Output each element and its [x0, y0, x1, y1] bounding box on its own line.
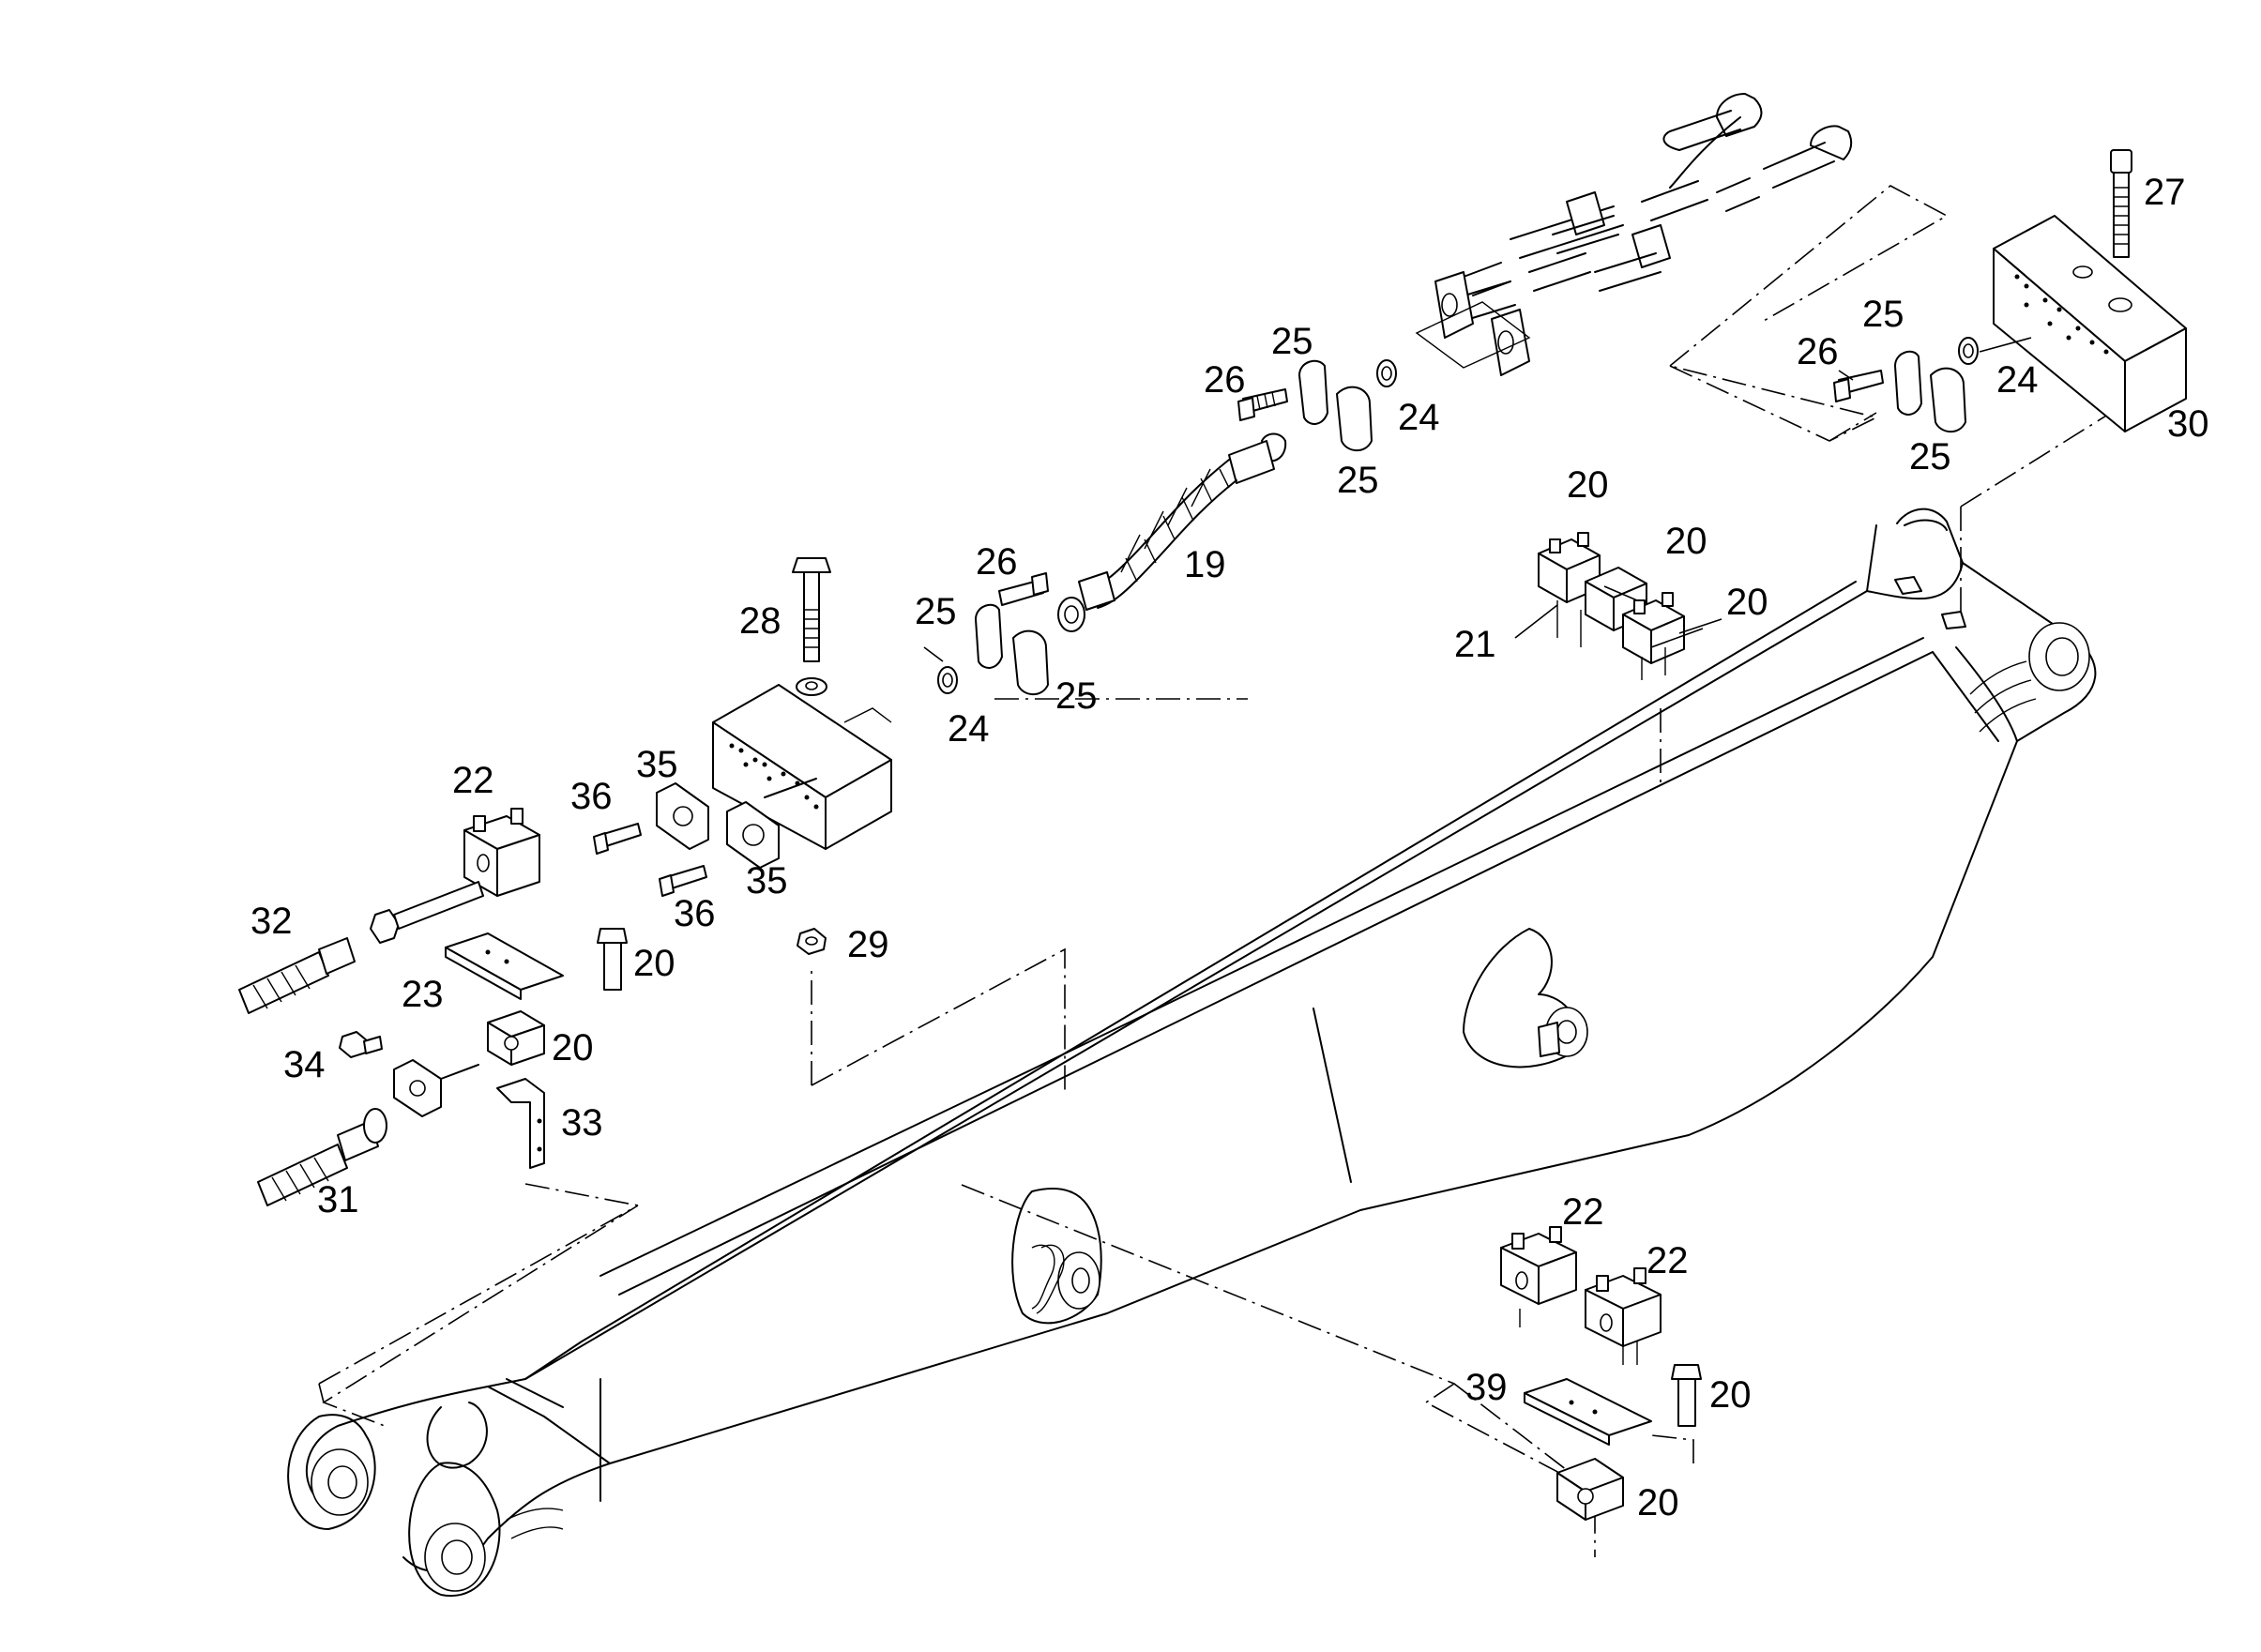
- callout-24: 24: [1398, 397, 1440, 438]
- callout-labels: 19 20 20 20 20 20 20 20 21 22 22 22 23 2…: [250, 172, 2209, 1523]
- part-23-plate: [445, 932, 564, 1000]
- callout-25: 25: [915, 591, 957, 632]
- callout-22: 22: [452, 760, 494, 801]
- callout-23: 23: [402, 974, 444, 1015]
- part-29-nut: [797, 928, 827, 955]
- callout-22: 22: [1646, 1240, 1689, 1281]
- reference-lines: [318, 185, 2112, 1557]
- callout-24: 24: [948, 708, 990, 750]
- callout-33: 33: [561, 1102, 603, 1144]
- callout-20: 20: [1665, 521, 1707, 562]
- callout-26: 26: [976, 541, 1018, 583]
- callout-24: 24: [1996, 359, 2039, 401]
- part-20-block-left: [487, 1010, 545, 1066]
- callout-20: 20: [552, 1027, 594, 1068]
- part-39-plate: [1524, 1378, 1652, 1446]
- callout-25: 25: [1271, 321, 1313, 362]
- part-34-screw: [339, 1031, 383, 1058]
- callout-20: 20: [1567, 464, 1609, 506]
- part-31-hose-fitting: [257, 1059, 479, 1206]
- callout-36: 36: [674, 893, 716, 934]
- callout-20: 20: [1709, 1374, 1752, 1416]
- callout-30: 30: [2167, 403, 2209, 445]
- manifold-block-lower: [712, 684, 892, 850]
- pipe-assembly-upper: [1415, 93, 1853, 376]
- callout-22: 22: [1562, 1191, 1604, 1233]
- callout-31: 31: [317, 1179, 359, 1220]
- callout-25: 25: [1055, 675, 1098, 717]
- leader-lines: [1514, 337, 2032, 648]
- part-22-clamp-block-left: [463, 808, 540, 897]
- boom-arm: [287, 508, 2097, 1598]
- part-27-cap-screw: [2110, 149, 2132, 258]
- callout-25: 25: [1909, 436, 1951, 477]
- part-30-manifold-block: [1993, 215, 2187, 432]
- part-36-screws: [593, 823, 707, 897]
- part-19-hose: [1057, 432, 1287, 632]
- part-28-bolt: [792, 557, 831, 696]
- part-24-washers: [937, 337, 1979, 694]
- callout-20: 20: [1637, 1482, 1679, 1523]
- callout-35: 35: [636, 744, 678, 785]
- part-20-block-right: [1556, 1458, 1624, 1521]
- callout-25: 25: [1337, 460, 1379, 501]
- callout-26: 26: [1797, 331, 1839, 372]
- part-21-clamp-stack: [1538, 532, 1685, 680]
- part-32-hose-fitting: [238, 881, 484, 1014]
- callout-27: 27: [2144, 172, 2186, 213]
- callout-20: 20: [1726, 582, 1768, 623]
- callout-29: 29: [847, 924, 889, 965]
- callout-21: 21: [1454, 624, 1496, 665]
- callout-39: 39: [1465, 1367, 1508, 1408]
- callout-25: 25: [1862, 294, 1904, 335]
- part-22-clamp-blocks-right: [1500, 1226, 1662, 1365]
- part-33-bracket: [496, 1078, 545, 1169]
- part-35-flanges: [656, 778, 817, 869]
- callout-35: 35: [746, 860, 788, 902]
- part-20-bolt-right: [1671, 1364, 1702, 1427]
- callout-32: 32: [250, 901, 293, 942]
- callout-26: 26: [1204, 359, 1246, 401]
- callout-34: 34: [283, 1044, 326, 1085]
- callout-19: 19: [1184, 544, 1226, 585]
- callout-20: 20: [633, 943, 675, 984]
- part-20-bolt-left: [597, 928, 628, 991]
- callout-28: 28: [739, 600, 781, 642]
- callout-36: 36: [570, 776, 613, 817]
- flange-clamps-upper: [975, 350, 1966, 696]
